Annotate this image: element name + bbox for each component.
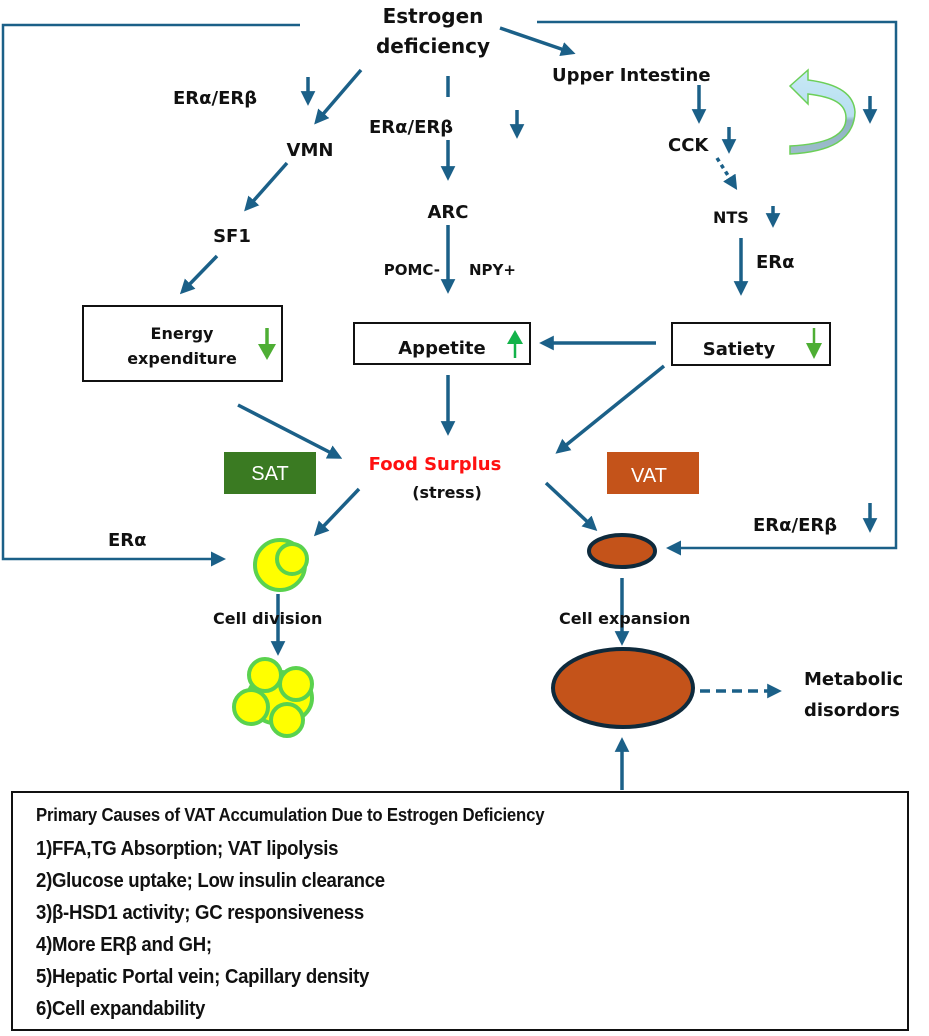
pomc-label: POMC-: [384, 261, 440, 279]
vat-tag-label: VAT: [631, 465, 667, 487]
satiety-label: Satiety: [703, 339, 776, 360]
arrow-root-to-upper-intestine: [499, 26, 576, 57]
satiety-down-icon: [806, 328, 822, 359]
right-feedback-line: [537, 20, 898, 556]
arrow-food-surplus-to-vat-cell: [544, 481, 598, 532]
arc-label: ARC: [427, 202, 468, 223]
primary-causes-box: Primary Causes of VAT Accumulation Due t…: [11, 791, 909, 1031]
upper-intestine-label: Upper Intestine: [552, 65, 711, 86]
energy-expenditure-line1: Energy: [151, 324, 215, 343]
vmn-label: VMN: [287, 140, 334, 161]
nts-receptor-label: ERα: [756, 252, 795, 273]
arrow-cck-to-nts: [715, 157, 738, 190]
arrow-energy-to-food-surplus: [237, 403, 343, 459]
cell-division-label: Cell division: [213, 609, 322, 628]
left-feedback-line: [1, 23, 300, 567]
energy-expenditure-box: [82, 305, 283, 382]
appetite-up-icon: [507, 330, 523, 358]
sat-cell-icon: [253, 538, 309, 592]
vat-receptor-label: ERα/ERβ: [753, 515, 837, 536]
cause-item: 6)Cell expandability: [36, 998, 206, 1020]
cause-item: 2)Glucose uptake; Low insulin clearance: [36, 870, 385, 892]
sat-receptor-label: ERα: [108, 530, 147, 551]
cause-item: 4)More ERβ and GH;: [36, 934, 212, 956]
sat-tag-label: SAT: [251, 463, 288, 485]
cause-item: 3)β-HSD1 activity; GC responsiveness: [36, 902, 364, 924]
vat-cell-small-icon: [587, 533, 657, 569]
arrow-sf1-to-energy-expenditure: [179, 254, 219, 295]
root-label-line1: Estrogen: [383, 4, 484, 28]
stress-label: (stress): [412, 483, 482, 502]
nts-label: NTS: [713, 208, 749, 227]
arrow-root-to-vmn: [314, 68, 363, 125]
arc-receptor-label: ERα/ERβ: [369, 117, 453, 138]
metabolic-label-line2: disordors: [804, 700, 900, 721]
sat-cell-cluster-icon: [232, 657, 314, 738]
energy-expenditure-down-icon: [258, 328, 276, 360]
cause-item: 5)Hepatic Portal vein; Capillary density: [36, 966, 370, 988]
energy-expenditure-line2: expenditure: [127, 349, 237, 368]
causes-title: Primary Causes of VAT Accumulation Due t…: [36, 805, 545, 825]
food-surplus-label: Food Surplus: [369, 454, 502, 475]
satiety-box: [671, 322, 831, 366]
arrow-satiety-to-food-surplus: [555, 364, 666, 454]
feedback-loop-arrow-icon: [788, 68, 856, 155]
npy-label: NPY+: [469, 261, 516, 279]
root-label-line2: deficiency: [376, 34, 490, 58]
vat-tag: [607, 452, 699, 494]
sat-tag: [224, 452, 316, 494]
vmn-receptor-label: ERα/ERβ: [173, 88, 257, 109]
arrow-food-surplus-to-sat-cell: [313, 487, 361, 537]
cck-label: CCK: [668, 135, 709, 156]
cell-expansion-label: Cell expansion: [559, 609, 690, 628]
appetite-box: [353, 322, 531, 365]
vat-cell-large-icon: [551, 647, 695, 729]
sf1-label: SF1: [213, 226, 251, 247]
cause-item: 1)FFA,TG Absorption; VAT lipolysis: [36, 838, 339, 860]
appetite-label: Appetite: [398, 338, 486, 359]
arrow-vmn-to-sf1: [244, 161, 289, 212]
metabolic-label-line1: Metabolic: [804, 669, 903, 690]
